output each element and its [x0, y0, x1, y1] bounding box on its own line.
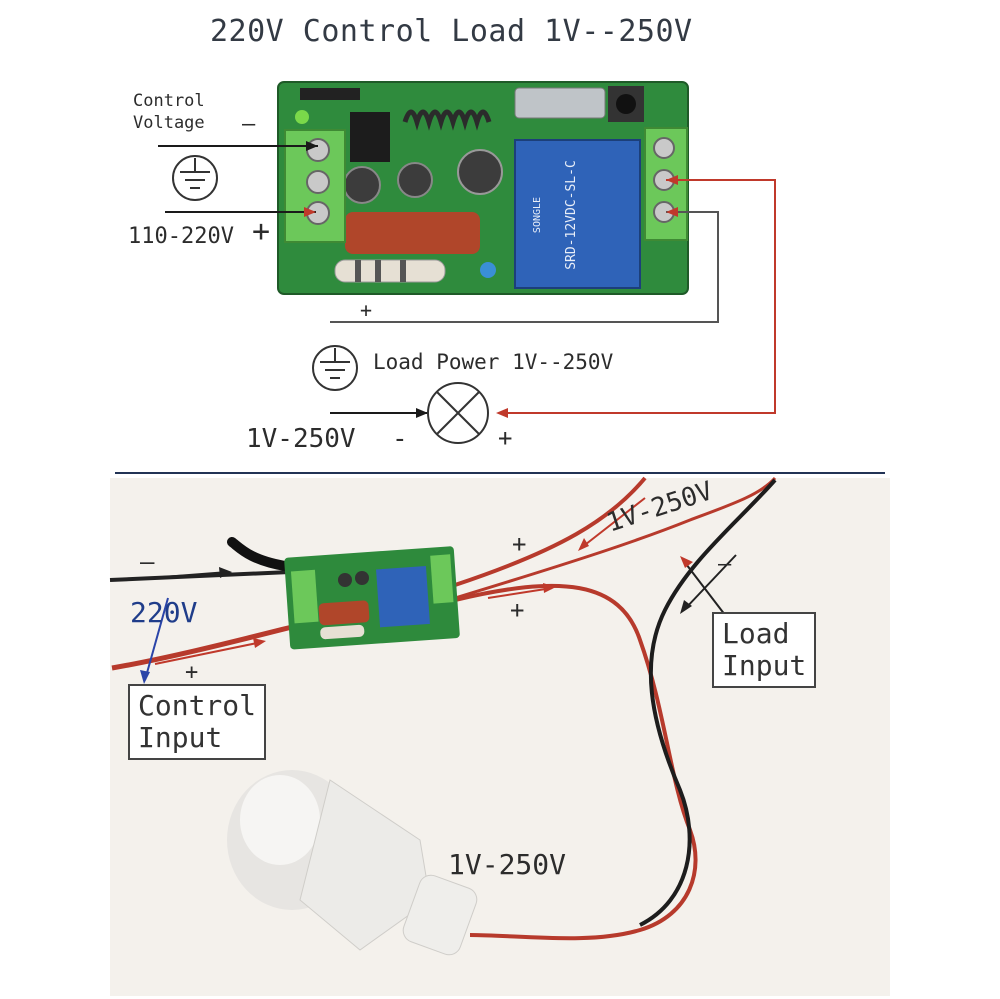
photo-plus-control: + — [185, 660, 199, 685]
left-red-wire — [111, 622, 301, 671]
load-power-label: Load Power 1V--250V — [373, 350, 614, 374]
load-plus-label: + — [498, 424, 513, 452]
mid-plus-label: + — [360, 298, 373, 322]
bulb-range-label: 1V-250V — [448, 848, 567, 881]
load-red-loop — [454, 583, 698, 941]
photo-220v-label: 220V — [130, 596, 198, 629]
ground-icon — [172, 155, 218, 201]
photo-plus-lower: + — [510, 596, 525, 624]
load-range-label: 1V-250V — [246, 424, 356, 454]
photo-minus-left: — — [140, 548, 155, 576]
relay-brand-text: SONGLE — [532, 197, 543, 233]
relay-module-board: SRD-12VDC-SL-C SONGLE — [277, 81, 689, 295]
input-range-label: 110-220V — [128, 224, 234, 249]
photo-plus-upper: + — [512, 530, 527, 558]
load-plus-wire — [500, 179, 776, 414]
load-black-wire — [639, 478, 777, 927]
left-black-wire — [109, 570, 291, 582]
load-minus-label: - — [392, 424, 408, 454]
lamp-icon — [330, 382, 489, 444]
control-voltage-label: Control Voltage — [133, 91, 205, 133]
photo-minus-right: — — [718, 552, 732, 577]
input-plus-label: + — [252, 214, 271, 249]
control-input-box: Control Input — [128, 684, 267, 760]
ground-icon-load — [312, 345, 358, 391]
control-minus-label: — — [242, 112, 256, 137]
light-bulb — [227, 770, 478, 956]
common-wire — [330, 211, 719, 323]
page-title: 220V Control Load 1V--250V — [210, 14, 693, 49]
relay-module-photo — [284, 546, 460, 650]
load-input-box: Load Input — [712, 612, 817, 688]
relay-model-text: SRD-12VDC-SL-C — [564, 160, 579, 270]
